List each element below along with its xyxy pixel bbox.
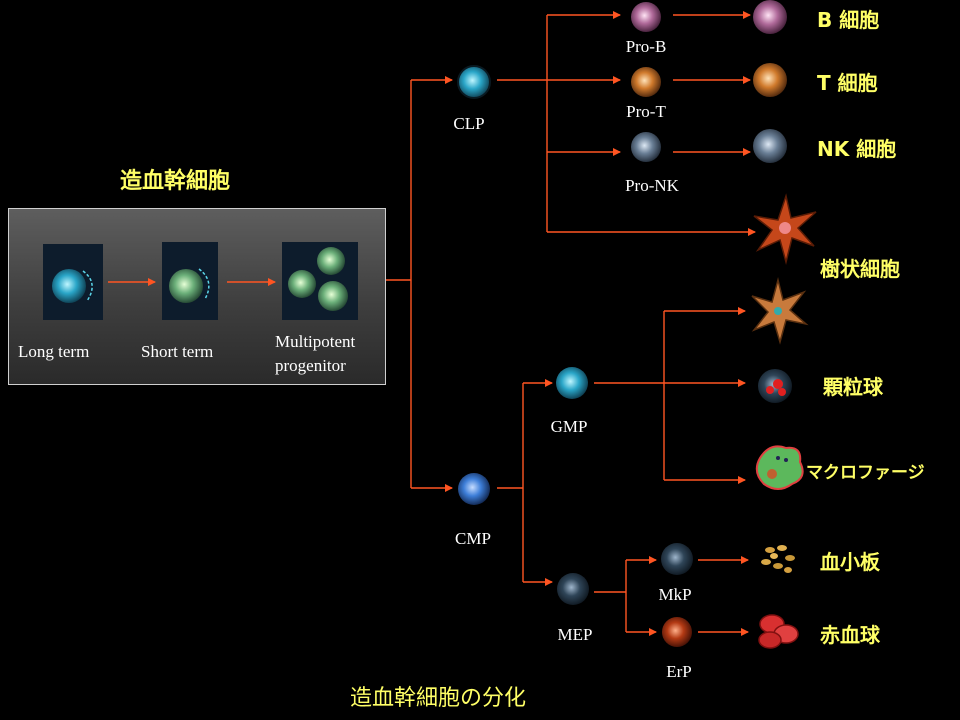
nk-cell-label: NK 細胞 [817,137,897,161]
pro-b-label: Pro-B [625,37,667,56]
pro-t-label: Pro-T [626,102,666,121]
macrophage-label: マクロファージ [806,463,925,483]
pro-t-cell-icon [631,67,661,97]
dendritic-cell-2-icon [751,277,809,345]
t-cell-icon [753,63,787,97]
b-cell-label: B 細胞 [817,8,880,32]
hsc-title: 造血幹細胞 [120,169,231,194]
platelet-icon [761,545,795,573]
mep-cell-icon [557,573,589,605]
erythrocyte-icon [758,614,799,649]
multipotent-progenitor-label: Multipotent progenitor [275,330,355,378]
connector-lines [384,11,756,636]
erp-label: ErP [666,662,692,681]
hsc-stage-graphics [43,242,358,320]
dendritic-cell-label: 樹状細胞 [820,257,900,281]
multipotent-progenitor-cells-icon [288,247,348,311]
cmp-cell-icon [458,473,490,505]
clp-cell-icon [457,65,491,99]
nk-cell-icon [753,129,787,163]
hsc-box: Long term Short term Multipotent progeni… [8,208,386,385]
mep-label: MEP [557,625,593,644]
t-cell-label: T 細胞 [817,71,878,95]
long-term-label: Long term [18,342,90,361]
granulocyte-label: 顆粒球 [823,375,883,399]
cmp-label: CMP [455,529,491,548]
multipotent-label-line-2: progenitor [275,356,346,375]
gmp-label: GMP [550,417,588,436]
long-term-cell-icon [52,269,93,303]
erythrocyte-label: 赤血球 [820,623,880,647]
pro-nk-cell-icon [631,132,661,162]
short-term-label: Short term [141,342,214,361]
diagram-caption: 造血幹細胞の分化 [350,686,527,711]
pro-nk-label: Pro-NK [625,176,679,195]
gmp-cell-icon [556,367,588,399]
mkp-label: MkP [658,585,692,604]
clp-label: CLP [453,114,485,133]
dendritic-cell-icon [753,193,817,265]
macrophage-icon [755,445,804,490]
granulocyte-icon [758,369,792,403]
multipotent-label-line-1: Multipotent [275,332,356,351]
erp-cell-icon [662,617,692,647]
b-cell-icon [753,0,787,34]
mkp-cell-icon [661,543,693,575]
pro-b-cell-icon [631,2,661,32]
platelet-label: 血小板 [820,550,880,574]
short-term-cell-icon [169,268,210,303]
